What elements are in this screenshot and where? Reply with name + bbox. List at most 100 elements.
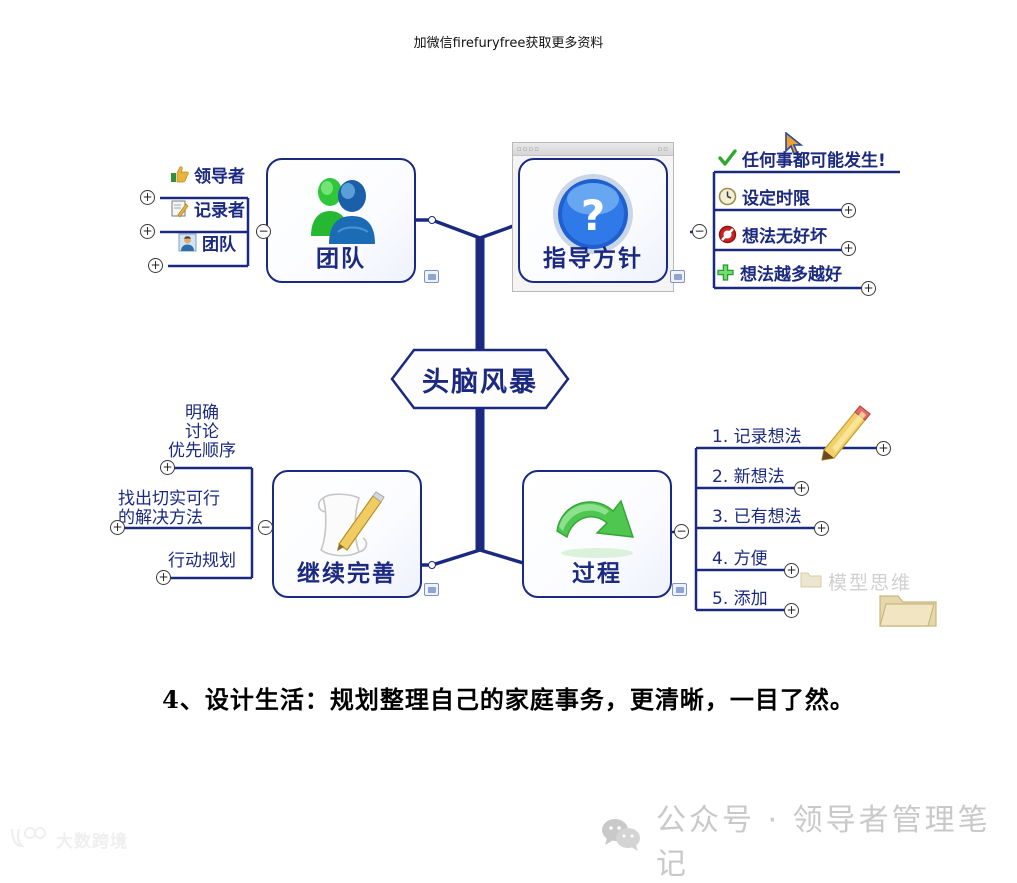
window-chrome-dots: ▫▫▫▫	[517, 145, 540, 153]
note-badge-refine[interactable]	[424, 583, 439, 596]
note-badge-guidelines[interactable]	[670, 270, 685, 283]
sub-item-add-label: 5. 添加	[712, 589, 768, 609]
expand-knob-new-ideas[interactable]: +	[794, 481, 809, 496]
sub-item-time-limit[interactable]: 设定时限	[718, 184, 810, 209]
branch-node-refine-label: 继续完善	[297, 561, 397, 587]
expand-knob-clarify-group-symbol: +	[162, 459, 173, 474]
promo-text: 加微信firefuryfree获取更多资料	[413, 36, 604, 51]
green-check-icon	[718, 149, 737, 168]
collapse-knob-process[interactable]: −	[674, 524, 689, 539]
sub-line-action-plan: 行动规划	[168, 551, 236, 571]
collapse-knob-team[interactable]: −	[256, 224, 271, 239]
expand-knob-action-plan-symbol: +	[158, 569, 169, 584]
note-badge-process[interactable]	[672, 583, 687, 596]
expand-knob-convenient-symbol: +	[786, 562, 797, 577]
pencil-icon	[812, 402, 874, 468]
branch-node-process[interactable]: 过程	[522, 470, 672, 598]
no-entry-icon	[718, 225, 737, 244]
expand-knob-team-sub[interactable]: +	[148, 258, 163, 273]
branch-node-guidelines[interactable]: ? 指导方针	[518, 158, 668, 283]
expand-knob-clarify-group[interactable]: +	[160, 460, 175, 475]
expand-knob-record-ideas[interactable]: +	[876, 441, 891, 456]
sub-item-no-bad-ideas-label: 想法无好坏	[742, 227, 827, 247]
branch-node-team[interactable]: 团队	[266, 158, 416, 283]
expand-knob-add[interactable]: +	[784, 603, 799, 618]
expand-knob-team-sub-symbol: +	[150, 257, 161, 272]
sub-item-add[interactable]: 5. 添加	[712, 584, 768, 609]
expand-knob-leader[interactable]: +	[140, 190, 155, 205]
sub-item-record-ideas-label: 1. 记录想法	[712, 427, 802, 447]
expand-knob-add-symbol: +	[786, 602, 797, 617]
sub-item-feasible-solution[interactable]: 找出切实可行 的解决方法	[118, 489, 220, 529]
expand-knob-record-ideas-symbol: +	[878, 440, 889, 455]
logo-icon	[8, 826, 50, 853]
sub-item-leader-label: 领导者	[194, 167, 245, 187]
sub-line-discuss: 讨论	[185, 422, 219, 443]
collapse-knob-process-symbol: −	[676, 523, 687, 538]
sub-item-clarify-discuss-priority[interactable]: 明确 讨论 优先顺序	[168, 403, 236, 461]
central-node[interactable]: 头脑风暴	[390, 348, 570, 410]
expand-knob-time-limit-symbol: +	[843, 202, 854, 217]
joint-dot-upper-left	[428, 216, 436, 224]
sub-item-more-ideas-better[interactable]: 想法越多越好	[716, 260, 842, 285]
sub-item-convenient[interactable]: 4. 方便	[712, 544, 768, 569]
thumbs-up-icon	[170, 165, 189, 184]
expand-knob-convenient[interactable]: +	[784, 563, 799, 578]
expand-knob-leader-symbol: +	[142, 189, 153, 204]
sub-item-leader[interactable]: 领导者	[170, 162, 245, 187]
sub-item-team[interactable]: 团队	[178, 230, 236, 255]
central-hexagon	[390, 348, 570, 410]
svg-text:?: ?	[581, 191, 605, 240]
wechat-icon	[600, 818, 642, 860]
sub-item-anything-can-happen-label: 任何事都可能发生!	[742, 151, 886, 171]
green-plus-icon	[716, 263, 735, 282]
expand-knob-no-bad-ideas[interactable]: +	[841, 241, 856, 256]
watermark-bottom-left-label: 大数跨境	[56, 832, 128, 852]
folder-art-icon	[878, 588, 938, 634]
expand-knob-existing-ideas-symbol: +	[816, 520, 827, 535]
sub-item-more-ideas-better-label: 想法越多越好	[740, 265, 842, 285]
sub-item-existing-ideas[interactable]: 3. 已有想法	[712, 502, 802, 527]
watermark-bottom-left: 大数跨境	[8, 826, 128, 853]
notepad-pencil-icon	[170, 199, 189, 218]
clock-icon	[718, 187, 737, 206]
sub-item-record-ideas[interactable]: 1. 记录想法	[712, 422, 802, 447]
expand-knob-existing-ideas[interactable]: +	[814, 521, 829, 536]
expand-knob-feasible-solution-symbol: +	[112, 519, 123, 534]
expand-knob-more-ideas[interactable]: +	[861, 281, 876, 296]
expand-knob-recorder-symbol: +	[142, 223, 153, 238]
mindmap-page: 加微信firefuryfree获取更多资料	[0, 36, 1017, 882]
sub-item-new-ideas-label: 2. 新想法	[712, 467, 785, 487]
sub-item-recorder-label: 记录者	[194, 201, 245, 221]
sub-item-new-ideas[interactable]: 2. 新想法	[712, 462, 785, 487]
branch-node-guidelines-label: 指导方针	[543, 246, 643, 272]
footer-brand: 公众号 · 领导者管理笔记	[600, 795, 1017, 883]
collapse-knob-team-symbol: −	[258, 223, 269, 238]
collapse-knob-refine[interactable]: −	[258, 520, 273, 535]
expand-knob-no-bad-ideas-symbol: +	[843, 240, 854, 255]
collapse-knob-refine-symbol: −	[260, 519, 271, 534]
note-badge-team[interactable]	[424, 270, 439, 283]
expand-knob-time-limit[interactable]: +	[841, 203, 856, 218]
sub-item-action-plan[interactable]: 行动规划	[168, 551, 236, 571]
sub-line-feasible-2: 的解决方法	[118, 508, 203, 529]
sub-item-anything-can-happen[interactable]: 任何事都可能发生!	[718, 146, 886, 171]
branch-node-refine[interactable]: 继续完善	[272, 470, 422, 598]
sub-line-clarify: 明确	[185, 403, 219, 423]
collapse-knob-guidelines-symbol: −	[694, 223, 705, 238]
caption-text: 4、设计生活：规划整理自己的家庭事务，更清晰，一目了然。	[162, 685, 855, 714]
expand-knob-action-plan[interactable]: +	[156, 570, 171, 585]
joint-dot-lower-left	[428, 561, 436, 569]
expand-knob-more-ideas-symbol: +	[863, 280, 874, 295]
expand-knob-feasible-solution[interactable]: +	[110, 520, 125, 535]
mindmap-canvas: 头脑风暴 团队 −	[0, 110, 1017, 650]
sub-item-recorder[interactable]: 记录者	[170, 196, 245, 221]
window-chrome-controls: ▫▫	[657, 145, 669, 153]
scroll-pencil-icon	[274, 480, 420, 572]
branch-node-team-label: 团队	[316, 246, 366, 272]
expand-knob-recorder[interactable]: +	[140, 224, 155, 239]
folder-icon	[800, 569, 822, 594]
sub-item-no-bad-ideas[interactable]: 想法无好坏	[718, 222, 827, 247]
collapse-knob-guidelines[interactable]: −	[692, 224, 707, 239]
watermark-model-thinking-label: 模型思维	[828, 572, 913, 594]
